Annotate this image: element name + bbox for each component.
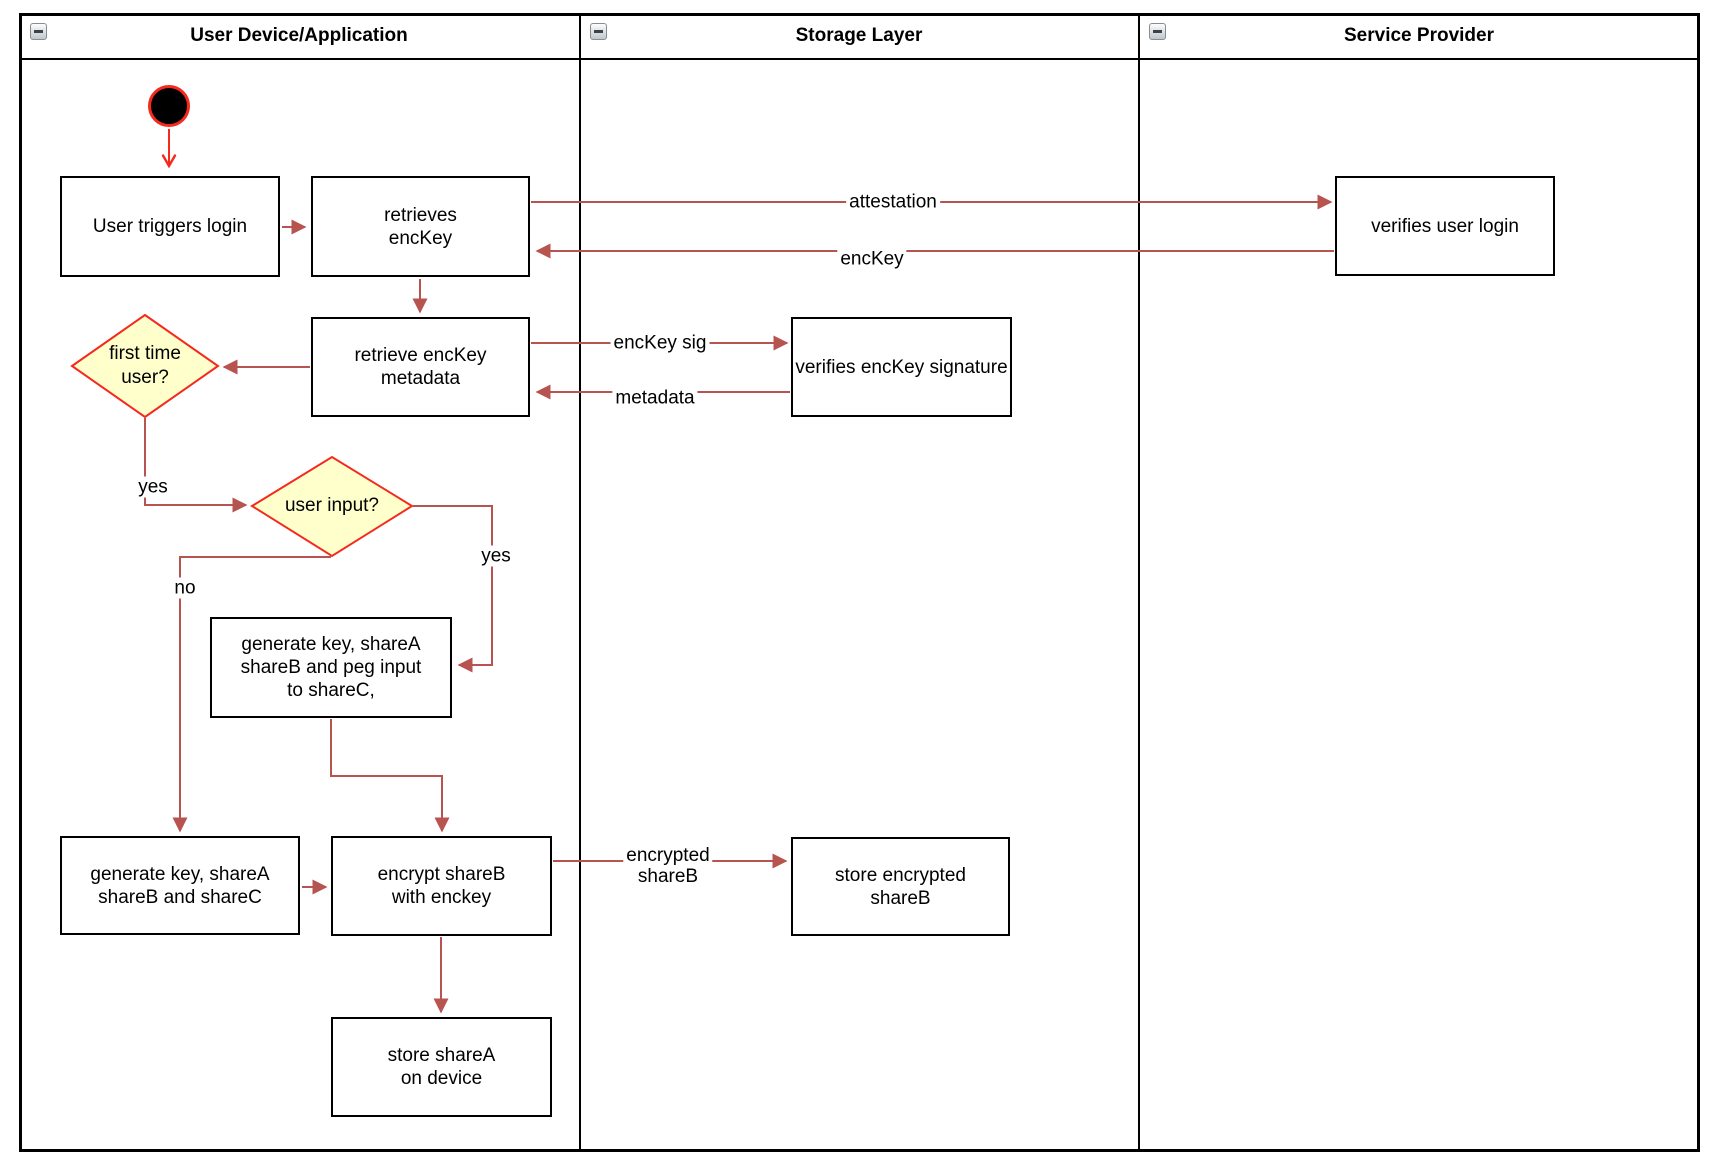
node-store-encrypted-shareb[interactable]: store encrypted shareB [791, 837, 1010, 936]
node-user-triggers-login[interactable]: User triggers login [60, 176, 280, 277]
edge-peg-to-encrypt [330, 719, 450, 833]
node-encrypt-shareb[interactable]: encrypt shareB with enckey [331, 836, 552, 936]
edge-label-yes-first-time: yes [135, 476, 171, 498]
lane-title-storage-layer: Storage Layer [795, 25, 923, 46]
decision-first-time-user[interactable] [70, 313, 220, 419]
minus-icon [1153, 30, 1162, 33]
edge-userinput-yes [413, 505, 493, 673]
edge-label-no-user-input: no [171, 577, 199, 599]
minus-icon [34, 30, 43, 33]
node-retrieve-enckey-metadata[interactable]: retrieve encKey metadata [311, 317, 530, 417]
edge-firsttime-yes [144, 418, 248, 513]
node-store-sharea-on-device[interactable]: store shareA on device [331, 1017, 552, 1117]
lane-separator-2 [1138, 13, 1140, 1152]
node-generate-key-peg-input[interactable]: generate key, shareA shareB and peg inpu… [210, 617, 452, 718]
edge-label-encrypted-shareb: encrypted shareB [623, 845, 713, 887]
collapse-icon[interactable] [590, 23, 607, 40]
edge-label-yes-user-input: yes [478, 545, 514, 567]
edge-label-enckey: encKey [837, 248, 907, 270]
node-verifies-enckey-signature[interactable]: verifies encKey signature [791, 317, 1012, 417]
edge-userinput-no [172, 556, 331, 833]
decision-label-user-input: user input? [284, 495, 380, 516]
collapse-icon[interactable] [30, 23, 47, 40]
lane-title-user-device: User Device/Application [190, 25, 408, 46]
edge-label-enckey-sig: encKey sig [610, 332, 710, 354]
edge-label-metadata: metadata [612, 387, 698, 409]
start-node-icon[interactable] [148, 85, 190, 127]
lane-header-divider [19, 58, 1700, 60]
collapse-icon[interactable] [1149, 23, 1166, 40]
decision-user-input[interactable] [250, 455, 414, 558]
lane-separator-1 [579, 13, 581, 1152]
minus-icon [594, 30, 603, 33]
node-retrieves-enckey[interactable]: retrieves encKey [311, 176, 530, 277]
node-generate-key-sharec[interactable]: generate key, shareA shareB and shareC [60, 836, 300, 935]
decision-label-first-time-user: first time user? [109, 343, 181, 388]
edge-label-attestation: attestation [846, 191, 940, 213]
node-verifies-user-login[interactable]: verifies user login [1335, 176, 1555, 276]
lane-title-service-provider: Service Provider [1344, 25, 1494, 46]
